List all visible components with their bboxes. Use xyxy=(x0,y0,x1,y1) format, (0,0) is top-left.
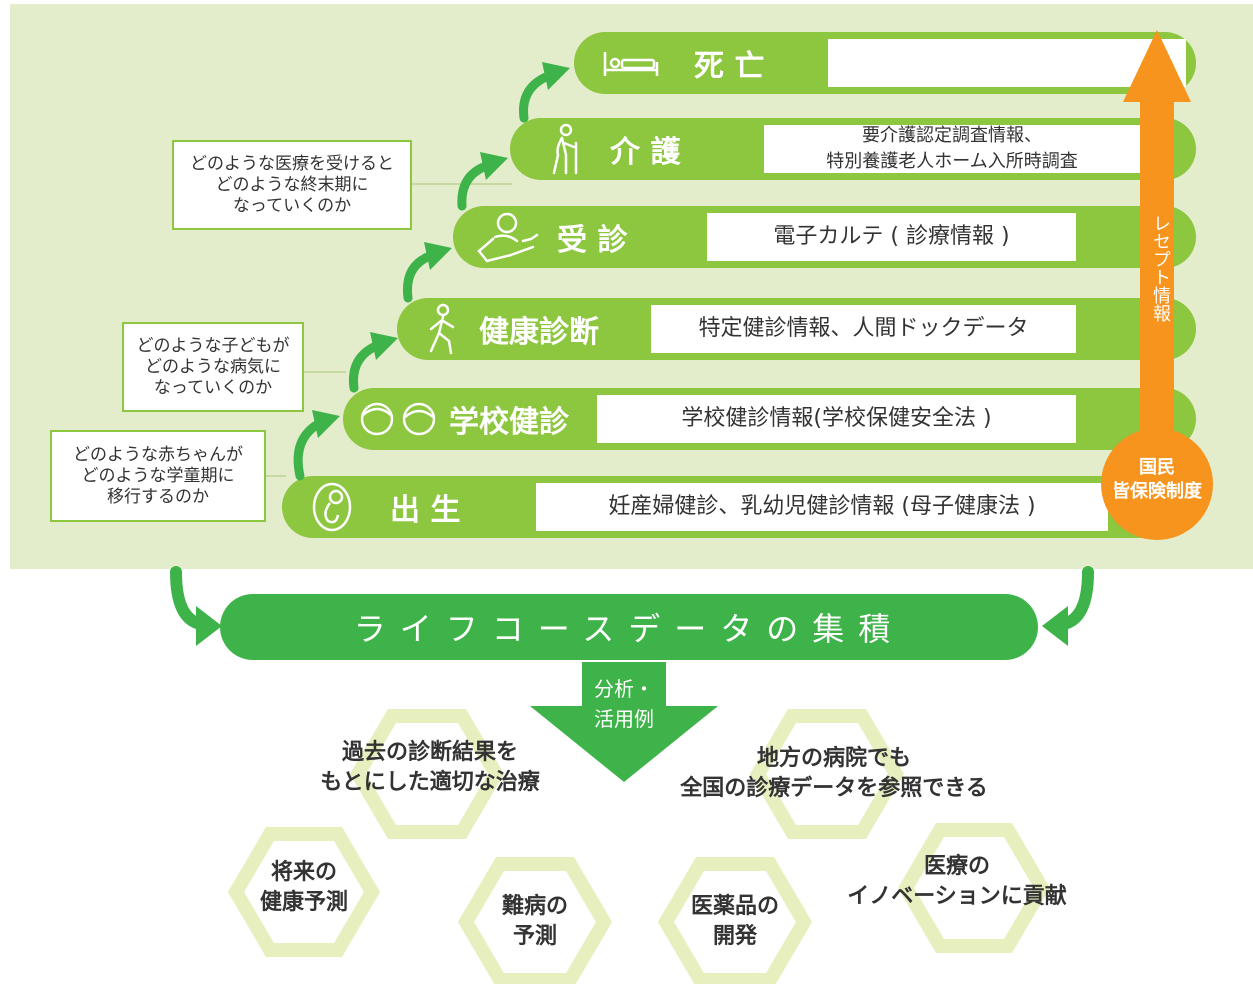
step-checkup-detail: 特定健診情報、人間ドックデータ xyxy=(651,305,1076,353)
step-death-detail xyxy=(828,39,1186,87)
use-health-forecast: 将来の 健康予測 xyxy=(259,860,348,915)
analysis-label: 分析・ 活用例 xyxy=(594,677,654,731)
step-care-label: 介 護 xyxy=(610,135,681,170)
walking-person-icon xyxy=(423,298,463,360)
use-regional-data: 地方の病院でも 全国の診療データを参照できる xyxy=(680,746,988,801)
step-school-label: 学校健診 xyxy=(449,405,569,440)
step-checkup: 健康診断 特定健診情報、人間ドックデータ xyxy=(397,298,1196,360)
use-drug-development: 医薬品の 開発 xyxy=(690,894,779,949)
children-faces-icon xyxy=(357,388,439,450)
step-checkup-label: 健康診断 xyxy=(479,315,599,350)
step-birth-detail: 妊産婦健診、乳幼児健診情報 (母子健康法 ) xyxy=(536,483,1108,531)
step-consult: 受 診 電子カルテ ( 診療情報 ) xyxy=(453,206,1196,268)
note-end-of-life: どのような医療を受けると どのような終末期に なっていくのか xyxy=(172,140,412,230)
use-past-treatment: 過去の診断結果を もとにした適切な治療 xyxy=(320,740,540,795)
step-death-label: 死 亡 xyxy=(694,49,765,84)
elderly-cane-icon xyxy=(544,118,584,180)
step-birth-label: 出 生 xyxy=(390,493,461,528)
patient-doctor-icon xyxy=(471,206,543,268)
step-care-detail: 要介護認定調査情報、 特別養護老人ホーム入所時調査 xyxy=(764,125,1140,173)
step-consult-detail: 電子カルテ ( 診療情報 ) xyxy=(707,213,1076,261)
step-school-detail: 学校健診情報(学校保健安全法 ) xyxy=(597,395,1076,443)
insurance-label: 国民 皆保険制度 xyxy=(1112,457,1202,502)
banner-title: ライフコースデータの集積 xyxy=(353,610,905,648)
step-consult-label: 受 診 xyxy=(557,223,628,258)
note-child-disease: どのような子どもが どのような病気に なっていくのか xyxy=(122,322,304,412)
fetus-icon xyxy=(310,476,354,538)
lifecourse-banner: ライフコースデータの集積 xyxy=(220,594,1038,660)
use-intractable-disease: 難病の 予測 xyxy=(501,894,568,949)
step-death: 死 亡 xyxy=(574,32,1196,94)
bed-icon xyxy=(602,32,660,94)
use-medical-innovation: 医療の イノベーションに貢献 xyxy=(847,854,1067,909)
step-school: 学校健診 学校健診情報(学校保健安全法 ) xyxy=(343,388,1196,450)
step-birth: 出 生 妊産婦健診、乳幼児健診情報 (母子健康法 ) xyxy=(282,476,1196,538)
step-care: 介 護 要介護認定調査情報、 特別養護老人ホーム入所時調査 xyxy=(510,118,1196,180)
receipt-label: レセプト情報 xyxy=(1150,214,1171,322)
note-infant-school: どのような赤ちゃんが どのような学童期に 移行するのか xyxy=(50,430,266,522)
